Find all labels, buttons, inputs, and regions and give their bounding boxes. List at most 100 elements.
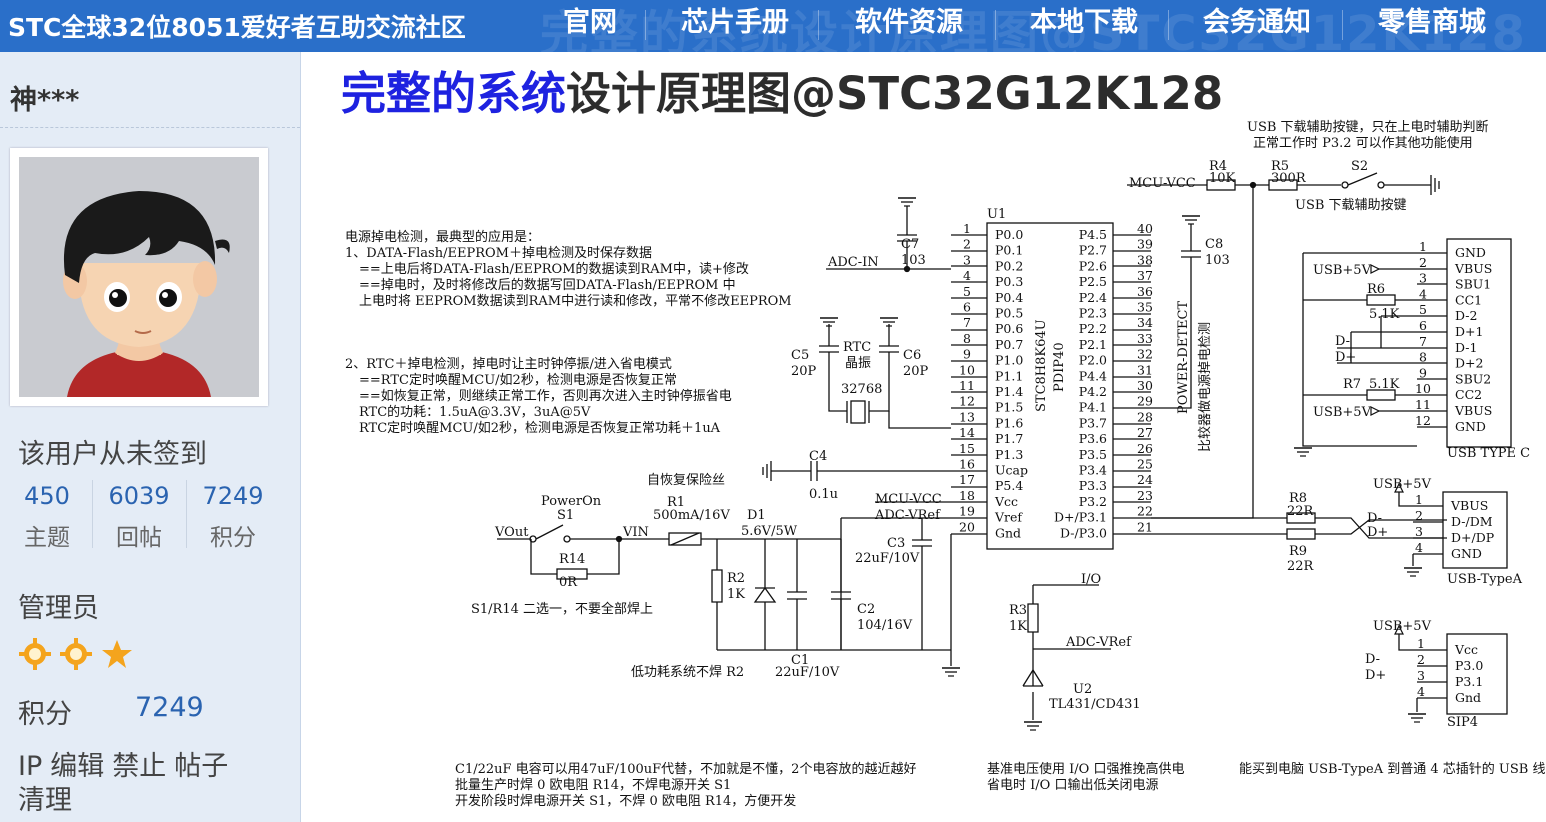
c4-ref: C4 (809, 449, 827, 464)
r6-ref: R6 (1367, 282, 1385, 297)
cleanup-link[interactable]: 清理 (18, 785, 72, 816)
ban-link[interactable]: 禁止 (112, 751, 167, 782)
edit-link[interactable]: 编辑 (50, 751, 105, 782)
chip-pin-name: P3.4 (1079, 463, 1107, 478)
usb-typea-body (1442, 491, 1508, 569)
typec-pin-name: GND (1455, 245, 1486, 260)
label-mcu-vcc-top: MCU-VCC (1129, 176, 1196, 191)
chip-pin-number: 3 (963, 252, 971, 267)
chip-pin-number: 31 (1137, 362, 1153, 377)
s2-ref: S2 (1351, 159, 1368, 174)
posts-link[interactable]: 帖子 (174, 751, 229, 782)
stat-replies[interactable]: 6039 回帖 (92, 482, 186, 552)
chip-pin-name: P2.7 (1079, 243, 1107, 258)
username-link[interactable]: 神*** (10, 85, 80, 116)
avatar[interactable] (10, 148, 268, 406)
stat-threads-value[interactable]: 450 (24, 482, 70, 510)
usb-key-note-line2: 正常工作时 P3.2 可以作其他功能使用 (1253, 135, 1473, 151)
vref-note-line1: 基准电压使用 I/O 口强推挽高供电 (987, 761, 1184, 777)
chip-pin-name: P0.7 (995, 337, 1023, 352)
nav-item-datasheet[interactable]: 芯片手册 (681, 7, 789, 38)
chip-pin-name: P0.4 (995, 290, 1023, 305)
s1-note: S1/R14 二选一，不要全部焊上 (471, 601, 653, 617)
r9-ref: R9 (1289, 544, 1307, 559)
chip-pin-name: P0.5 (995, 306, 1023, 321)
ip-link[interactable]: IP (18, 751, 43, 782)
chip-pin-name: P2.0 (1079, 353, 1107, 368)
bottom-note-line3: 开发阶段时焊电源开关 S1，不焊 0 欧电阻 R14，方便开发 (455, 793, 796, 809)
c5-ref: C5 (791, 348, 809, 363)
d1-value: 5.6V/5W (741, 524, 798, 539)
note-rtc-line2: ==RTC定时唤醒MCU/如2秒，检测电源是否恢复正常 (359, 372, 677, 388)
user-role[interactable]: 管理员 (18, 593, 99, 624)
stat-points[interactable]: 7249 积分 (186, 482, 280, 552)
sip4-pin-name: P3.0 (1455, 658, 1483, 673)
nav-separator (995, 10, 996, 40)
sip4-dminus: D- (1365, 652, 1380, 667)
chip-pin-number: 8 (963, 331, 971, 346)
label-power-detect: POWER-DETECT (1176, 301, 1191, 414)
nav-item-shop[interactable]: 零售商城 (1378, 7, 1486, 38)
chip-pin-number: 38 (1137, 252, 1153, 267)
note-power-detect-line2: 1、DATA-Flash/EEPROM＋掉电检测及时保存数据 (345, 246, 652, 261)
chip-pin-number: 27 (1137, 425, 1153, 440)
stat-replies-value[interactable]: 6039 (108, 482, 170, 510)
typec-pin-name: D-2 (1455, 308, 1477, 323)
typec-pin-number: 6 (1419, 318, 1427, 333)
top-navbar: 完整的系统设计原理图@STC32G12K128 STC全球32位8051爱好者互… (0, 0, 1546, 62)
nav-item-download[interactable]: 本地下载 (1030, 7, 1138, 38)
rtc-ref: RTC (843, 340, 871, 355)
chip-pin-name: Ucap (995, 463, 1028, 478)
nav-item-official[interactable]: 官网 (563, 7, 617, 38)
d1-ref: D1 (747, 508, 766, 523)
rtc-freq: 32768 (841, 382, 882, 397)
sun-icon (60, 638, 92, 670)
chip-pin-name: P2.4 (1079, 290, 1107, 305)
chip-pin-number: 29 (1137, 394, 1153, 409)
c1-ref: C1 (791, 653, 809, 668)
note-rtc-line1: 2、RTC＋掉电检测，掉电时让主时钟停振/进入省电模式 (345, 356, 672, 372)
chip-pin-name: P1.6 (995, 415, 1023, 430)
c2-value: 104/16V (857, 618, 913, 633)
chip-pin-number: 11 (959, 378, 975, 393)
chip-pin-number: 32 (1137, 347, 1153, 362)
typec-pin-number: 1 (1419, 239, 1427, 254)
sign-in-status: 该用户从未签到 (18, 439, 207, 470)
schematic-diagram: 1P0.02P0.13P0.24P0.35P0.46P0.57P0.68P0.7… (345, 120, 1545, 809)
chip-pin-number: 37 (1137, 268, 1153, 283)
chip-part: STC8H8K64U (1034, 319, 1049, 412)
nav-item-notice[interactable]: 会务通知 (1203, 7, 1311, 38)
chip-pin-name: P0.0 (995, 227, 1023, 242)
typec-pin-name: D+1 (1455, 324, 1483, 339)
sip4-pin-number: 4 (1417, 684, 1425, 699)
note-rtc-line5: RTC定时唤醒MCU/如2秒，检测电源是否恢复正常功耗＋1uA (359, 420, 721, 436)
nav-item-software[interactable]: 软件资源 (855, 7, 963, 38)
stat-threads[interactable]: 450 主题 (0, 482, 94, 552)
r5-ref: R5 (1271, 159, 1289, 174)
stat-points-value[interactable]: 7249 (202, 482, 264, 510)
r4-ref: R4 (1209, 159, 1227, 174)
rtc-type: 晶振 (845, 356, 871, 371)
nav-separator (645, 10, 646, 40)
chip-pin-name: D-/P3.0 (1060, 525, 1107, 540)
chip-pin-name: P4.2 (1079, 384, 1107, 399)
note-rtc-line3: ==如恢复正常，则继续正常工作，否则再次进入主时钟停振省电 (359, 388, 732, 404)
sip4-pin-name: Vcc (1454, 642, 1478, 657)
c8-ref: C8 (1205, 237, 1223, 252)
site-title-link[interactable]: STC全球32位8051爱好者互助交流社区 (8, 13, 466, 42)
typea-pin-name: D+/DP (1451, 530, 1494, 545)
usb-key-note-line1: USB 下载辅助按键，只在上电时辅助判断 (1247, 120, 1489, 135)
chip-pin-number: 39 (1137, 237, 1153, 252)
chip-pin-name: P2.2 (1079, 321, 1107, 336)
sip4-usb5v: USB+5V (1373, 619, 1432, 634)
chip-pin-number: 28 (1137, 409, 1153, 424)
typec-pin-name: CC2 (1455, 387, 1482, 402)
stat-points-label: 积分 (210, 525, 256, 551)
typec-pin-number: 8 (1419, 350, 1427, 365)
sip4-title: SIP4 (1447, 715, 1478, 730)
s2-label: USB 下载辅助按键 (1295, 198, 1407, 213)
s1-ref: S1 (557, 508, 574, 523)
bottom-note-line1: C1/22uF 电容可以用47uF/100uF代替，不加就是不懂，2个电容放的越… (455, 761, 916, 777)
